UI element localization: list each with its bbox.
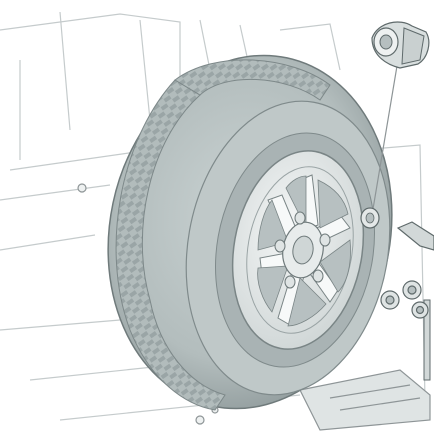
wheel-brace: [398, 222, 434, 380]
nut-detail-inset: [372, 22, 429, 68]
removed-nuts: [381, 281, 428, 318]
